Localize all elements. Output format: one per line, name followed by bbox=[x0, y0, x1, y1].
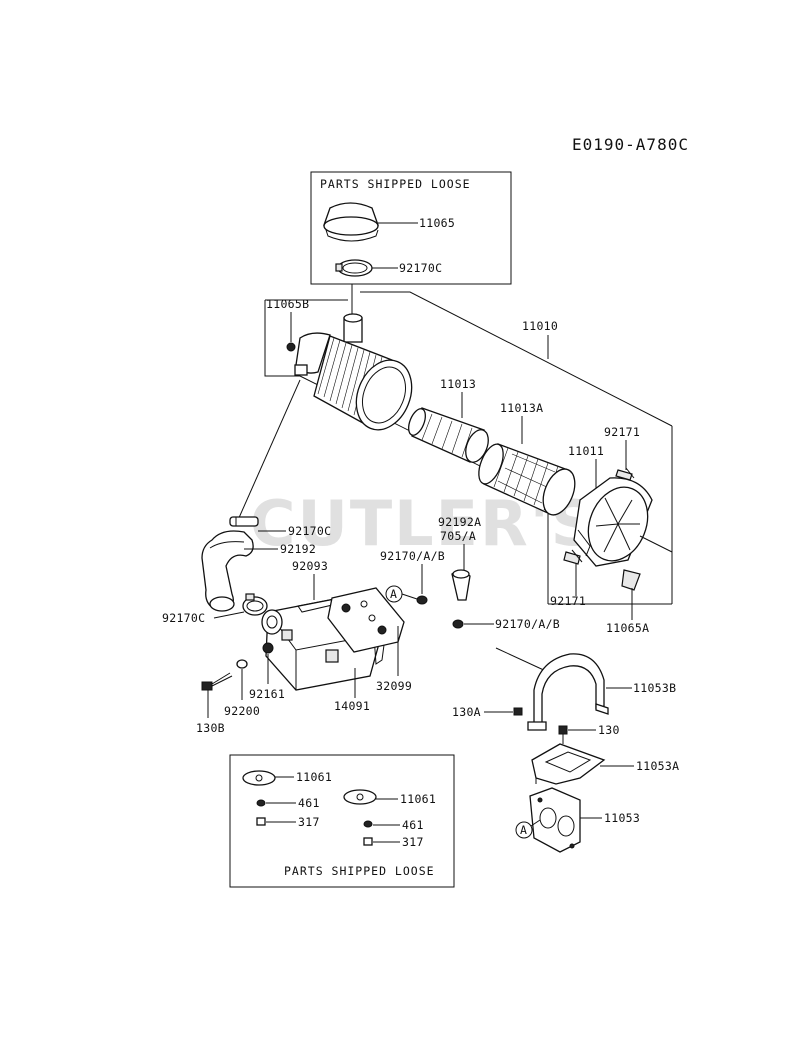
leader-bracket-guide bbox=[495, 647, 549, 673]
clamp-92170c-left[interactable] bbox=[242, 593, 268, 616]
label-11013a: 11013A bbox=[500, 401, 543, 415]
label-11013: 11013 bbox=[440, 377, 476, 391]
bolt-130a[interactable] bbox=[513, 707, 523, 716]
label-11061-b: 11061 bbox=[400, 792, 436, 806]
label-11065: 11065 bbox=[419, 216, 455, 230]
label-14091: 14091 bbox=[334, 699, 370, 713]
clamp-92170c-top[interactable] bbox=[335, 259, 373, 277]
label-11065b: 11065B bbox=[266, 297, 309, 311]
label-11010: 11010 bbox=[522, 319, 558, 333]
label-130: 130 bbox=[598, 723, 620, 737]
washer-461-b[interactable] bbox=[363, 820, 373, 828]
inner-filter-11013[interactable] bbox=[405, 406, 492, 465]
bolt-130[interactable] bbox=[558, 725, 568, 744]
clip-92171-bottom[interactable] bbox=[563, 549, 583, 565]
hose-92192a[interactable] bbox=[451, 569, 471, 601]
cap-11065[interactable] bbox=[323, 202, 379, 242]
label-32099: 32099 bbox=[376, 679, 412, 693]
label-92093: 92093 bbox=[292, 559, 328, 573]
leader-cover-axis bbox=[639, 535, 673, 553]
label-92170ab-2: 92170/A/B bbox=[495, 617, 560, 631]
label-317-a: 317 bbox=[298, 815, 320, 829]
clamp-92170ab-1[interactable] bbox=[416, 595, 428, 605]
label-11053a: 11053A bbox=[636, 759, 679, 773]
label-92192a: 92192A bbox=[438, 515, 481, 529]
cover-11011[interactable] bbox=[573, 477, 658, 570]
hose-92192[interactable] bbox=[201, 530, 254, 612]
washer-92200[interactable] bbox=[236, 659, 248, 669]
label-130a: 130A bbox=[452, 705, 481, 719]
label-92170ab-1: 92170/A/B bbox=[380, 549, 445, 563]
label-11053b: 11053B bbox=[633, 681, 676, 695]
label-92171-bottom: 92171 bbox=[550, 594, 586, 608]
marker-a-upper-label: A bbox=[390, 587, 397, 601]
label-705a: 705/A bbox=[440, 529, 476, 543]
plate-11053a[interactable] bbox=[531, 743, 606, 785]
washer-461-a[interactable] bbox=[256, 799, 266, 807]
label-92192: 92192 bbox=[280, 542, 316, 556]
diagram-id: E0190-A780C bbox=[572, 135, 689, 154]
leader-92170c-left bbox=[213, 611, 245, 619]
label-92171-top: 92171 bbox=[604, 425, 640, 439]
clamp-92170ab-2[interactable] bbox=[452, 619, 464, 629]
nut-317-a[interactable] bbox=[256, 817, 266, 826]
air-cleaner-body-11010[interactable] bbox=[286, 313, 422, 438]
bracket-11010-top bbox=[360, 291, 673, 427]
label-11053: 11053 bbox=[604, 811, 640, 825]
label-11065a: 11065A bbox=[606, 621, 649, 635]
nut-92161[interactable] bbox=[262, 642, 274, 654]
label-130b: 130B bbox=[196, 721, 225, 735]
label-317-b: 317 bbox=[402, 835, 424, 849]
label-11011: 11011 bbox=[568, 444, 604, 458]
band-11053b[interactable] bbox=[527, 653, 609, 731]
marker-a-lower-label: A bbox=[520, 823, 527, 837]
clip-92171-top[interactable] bbox=[615, 467, 635, 481]
loose-parts-box-top bbox=[310, 171, 512, 285]
label-92161: 92161 bbox=[249, 687, 285, 701]
bracket-11010-left bbox=[264, 300, 300, 377]
label-11061-a: 11061 bbox=[296, 770, 332, 784]
plate-11053[interactable] bbox=[529, 787, 581, 853]
leader-marker-a-lower bbox=[530, 819, 541, 827]
marker-a-lower bbox=[515, 821, 533, 839]
loose-parts-title-bottom: PARTS SHIPPED LOOSE bbox=[284, 864, 435, 878]
label-92170c-top: 92170C bbox=[399, 261, 442, 275]
gasket-11061-b[interactable] bbox=[343, 789, 377, 805]
loose-parts-title-top: PARTS SHIPPED LOOSE bbox=[320, 177, 471, 191]
nut-317-b[interactable] bbox=[363, 837, 373, 846]
loose-parts-box-bottom bbox=[229, 754, 455, 888]
label-92170c-mid: 92170C bbox=[288, 524, 331, 538]
leader-hose-guide bbox=[237, 379, 301, 521]
valve-11065a[interactable] bbox=[621, 569, 641, 591]
label-461-a: 461 bbox=[298, 796, 320, 810]
gasket-11061-a[interactable] bbox=[242, 770, 276, 786]
label-92170c-left: 92170C bbox=[162, 611, 205, 625]
label-92200: 92200 bbox=[224, 704, 260, 718]
label-461-b: 461 bbox=[402, 818, 424, 832]
outer-filter-11013a[interactable] bbox=[474, 441, 581, 520]
bolt-130b[interactable] bbox=[201, 672, 233, 691]
clamp-92170c-mid[interactable] bbox=[229, 516, 259, 527]
